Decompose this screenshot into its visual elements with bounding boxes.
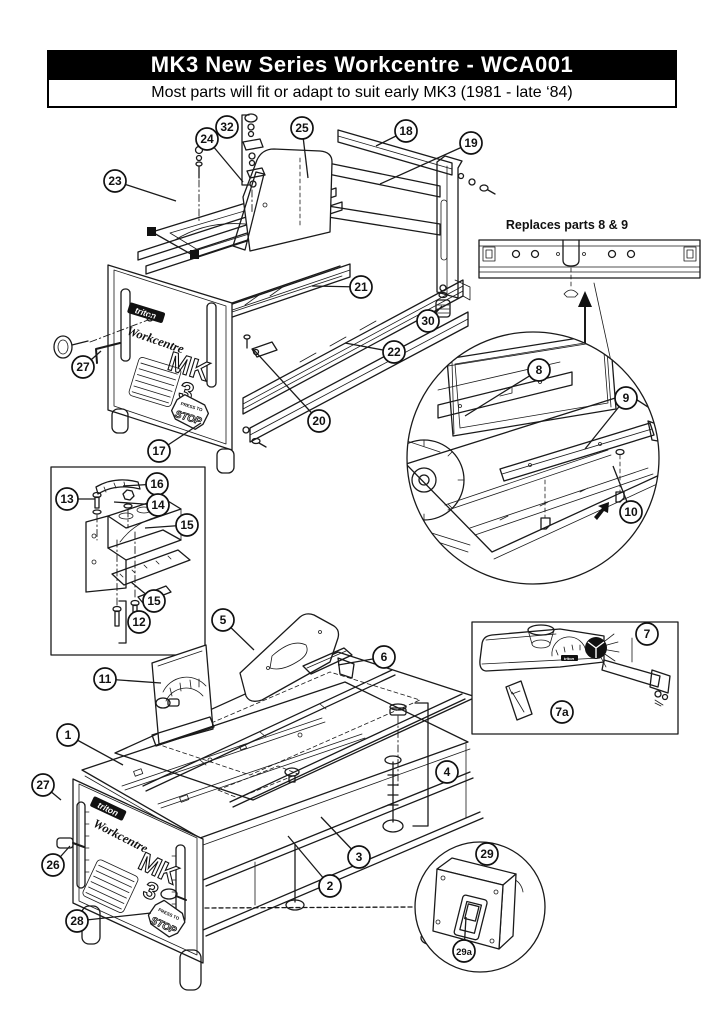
subtitle-bar: Most parts will fit or adapt to suit ear… (47, 80, 677, 108)
callout-5: 5 (211, 608, 255, 651)
page-subtitle: Most parts will fit or adapt to suit ear… (151, 84, 573, 101)
callout-2: 2 (287, 835, 342, 898)
svg-text:28: 28 (70, 914, 84, 928)
svg-text:12: 12 (132, 615, 146, 629)
page-title: MK3 New Series Workcentre - WCA001 (150, 52, 574, 77)
svg-text:1: 1 (65, 728, 72, 742)
svg-text:26: 26 (46, 858, 60, 872)
callout-19: 19 (379, 131, 483, 185)
callout-7: 7 (635, 622, 659, 646)
bracket-4 (412, 702, 429, 827)
up-arrow-head (578, 291, 592, 307)
callout-9: 9 (584, 386, 638, 450)
svg-text:27: 27 (36, 778, 50, 792)
svg-text:19: 19 (464, 136, 478, 150)
svg-text:3: 3 (356, 850, 363, 864)
callout-28: 28 (65, 909, 152, 933)
svg-text:15: 15 (147, 594, 161, 608)
curved-strip-16 (95, 479, 141, 495)
dashed-connector (204, 906, 414, 909)
callout-27: 27 (71, 350, 102, 379)
fastener-stack-32 (242, 113, 266, 215)
svg-text:20: 20 (312, 414, 326, 428)
svg-text:17: 17 (152, 444, 166, 458)
svg-text:25: 25 (295, 121, 309, 135)
replacement-rail-drawing: Replaces parts 8 & 9 (478, 218, 701, 390)
callout-3: 3 (320, 816, 371, 869)
svg-text:5: 5 (220, 613, 227, 627)
svg-text:16: 16 (150, 477, 164, 491)
svg-text:29: 29 (480, 847, 494, 861)
callout-7a: 7a (550, 700, 574, 724)
svg-text:13: 13 (60, 492, 74, 506)
svg-text:7: 7 (644, 627, 651, 641)
vent-grille-top (128, 357, 182, 407)
callout-26: 26 (41, 845, 71, 877)
callout-30: 30 (416, 305, 443, 333)
svg-text:18: 18 (399, 124, 413, 138)
svg-text:15: 15 (180, 518, 194, 532)
callout-12: 12 (127, 610, 151, 634)
callout-8: 8 (464, 358, 551, 417)
callout-6: 6 (337, 645, 396, 669)
sliding-table-drawing (114, 613, 477, 808)
svg-text:24: 24 (200, 132, 214, 146)
svg-text:27: 27 (76, 360, 90, 374)
svg-text:triton: triton (564, 656, 575, 661)
bracket-32 (241, 114, 250, 186)
callout-18: 18 (375, 119, 418, 147)
callout-32: 32 (215, 115, 239, 139)
bracket-12 (118, 600, 127, 644)
callout-16: 16 (122, 472, 169, 496)
callout-23: 23 (103, 169, 177, 202)
rocker-switch (453, 894, 488, 941)
svg-text:32: 32 (220, 120, 234, 134)
title-bar: MK3 New Series Workcentre - WCA001 (47, 50, 677, 80)
callout-14: 14 (113, 493, 170, 517)
svg-text:23: 23 (108, 174, 122, 188)
replaces-note: Replaces parts 8 & 9 (506, 218, 628, 232)
callout-10: 10 (612, 465, 643, 524)
callout-17: 17 (147, 422, 202, 463)
triton-logo-gauge: triton (561, 655, 578, 661)
callout-22: 22 (344, 340, 406, 364)
callout-13: 13 (55, 487, 95, 511)
knob-26 (56, 837, 74, 849)
svg-text:21: 21 (354, 280, 368, 294)
svg-text:4: 4 (444, 765, 451, 779)
svg-text:30: 30 (421, 314, 435, 328)
callout-25: 25 (290, 116, 314, 179)
svg-text:7a: 7a (555, 705, 569, 719)
svg-text:14: 14 (151, 498, 165, 512)
switch-inset (414, 841, 546, 973)
svg-text:2: 2 (327, 879, 334, 893)
callout-29: 29 (475, 842, 499, 866)
callout-4: 4 (435, 760, 459, 784)
svg-text:10: 10 (624, 505, 638, 519)
callout-15: 15 (144, 513, 199, 537)
saw-table-inset (406, 331, 660, 585)
wedge-7a (505, 680, 533, 721)
callout-27: 27 (31, 773, 62, 801)
callout-1: 1 (56, 723, 124, 766)
svg-text:11: 11 (99, 672, 112, 686)
svg-text:PRESS TO: PRESS TO (180, 401, 204, 413)
callout-29a: 29a (452, 916, 476, 963)
svg-text:9: 9 (623, 391, 630, 405)
svg-text:29a: 29a (456, 947, 473, 958)
callout-21: 21 (311, 275, 373, 299)
svg-text:6: 6 (381, 650, 388, 664)
callout-15: 15 (130, 581, 166, 613)
callout-20: 20 (252, 348, 331, 433)
vent-grille-bottom (82, 859, 139, 913)
callout-11: 11 (93, 667, 162, 691)
workbench-drawing: triton Workcentre MK 3 PRESS TO STOP (56, 681, 512, 991)
svg-text:22: 22 (387, 345, 401, 359)
callout-24: 24 (195, 127, 244, 183)
svg-text:8: 8 (536, 363, 543, 377)
top-assembly-drawing: triton Workcentre MK 3 PRESS TO STOP (53, 113, 496, 474)
